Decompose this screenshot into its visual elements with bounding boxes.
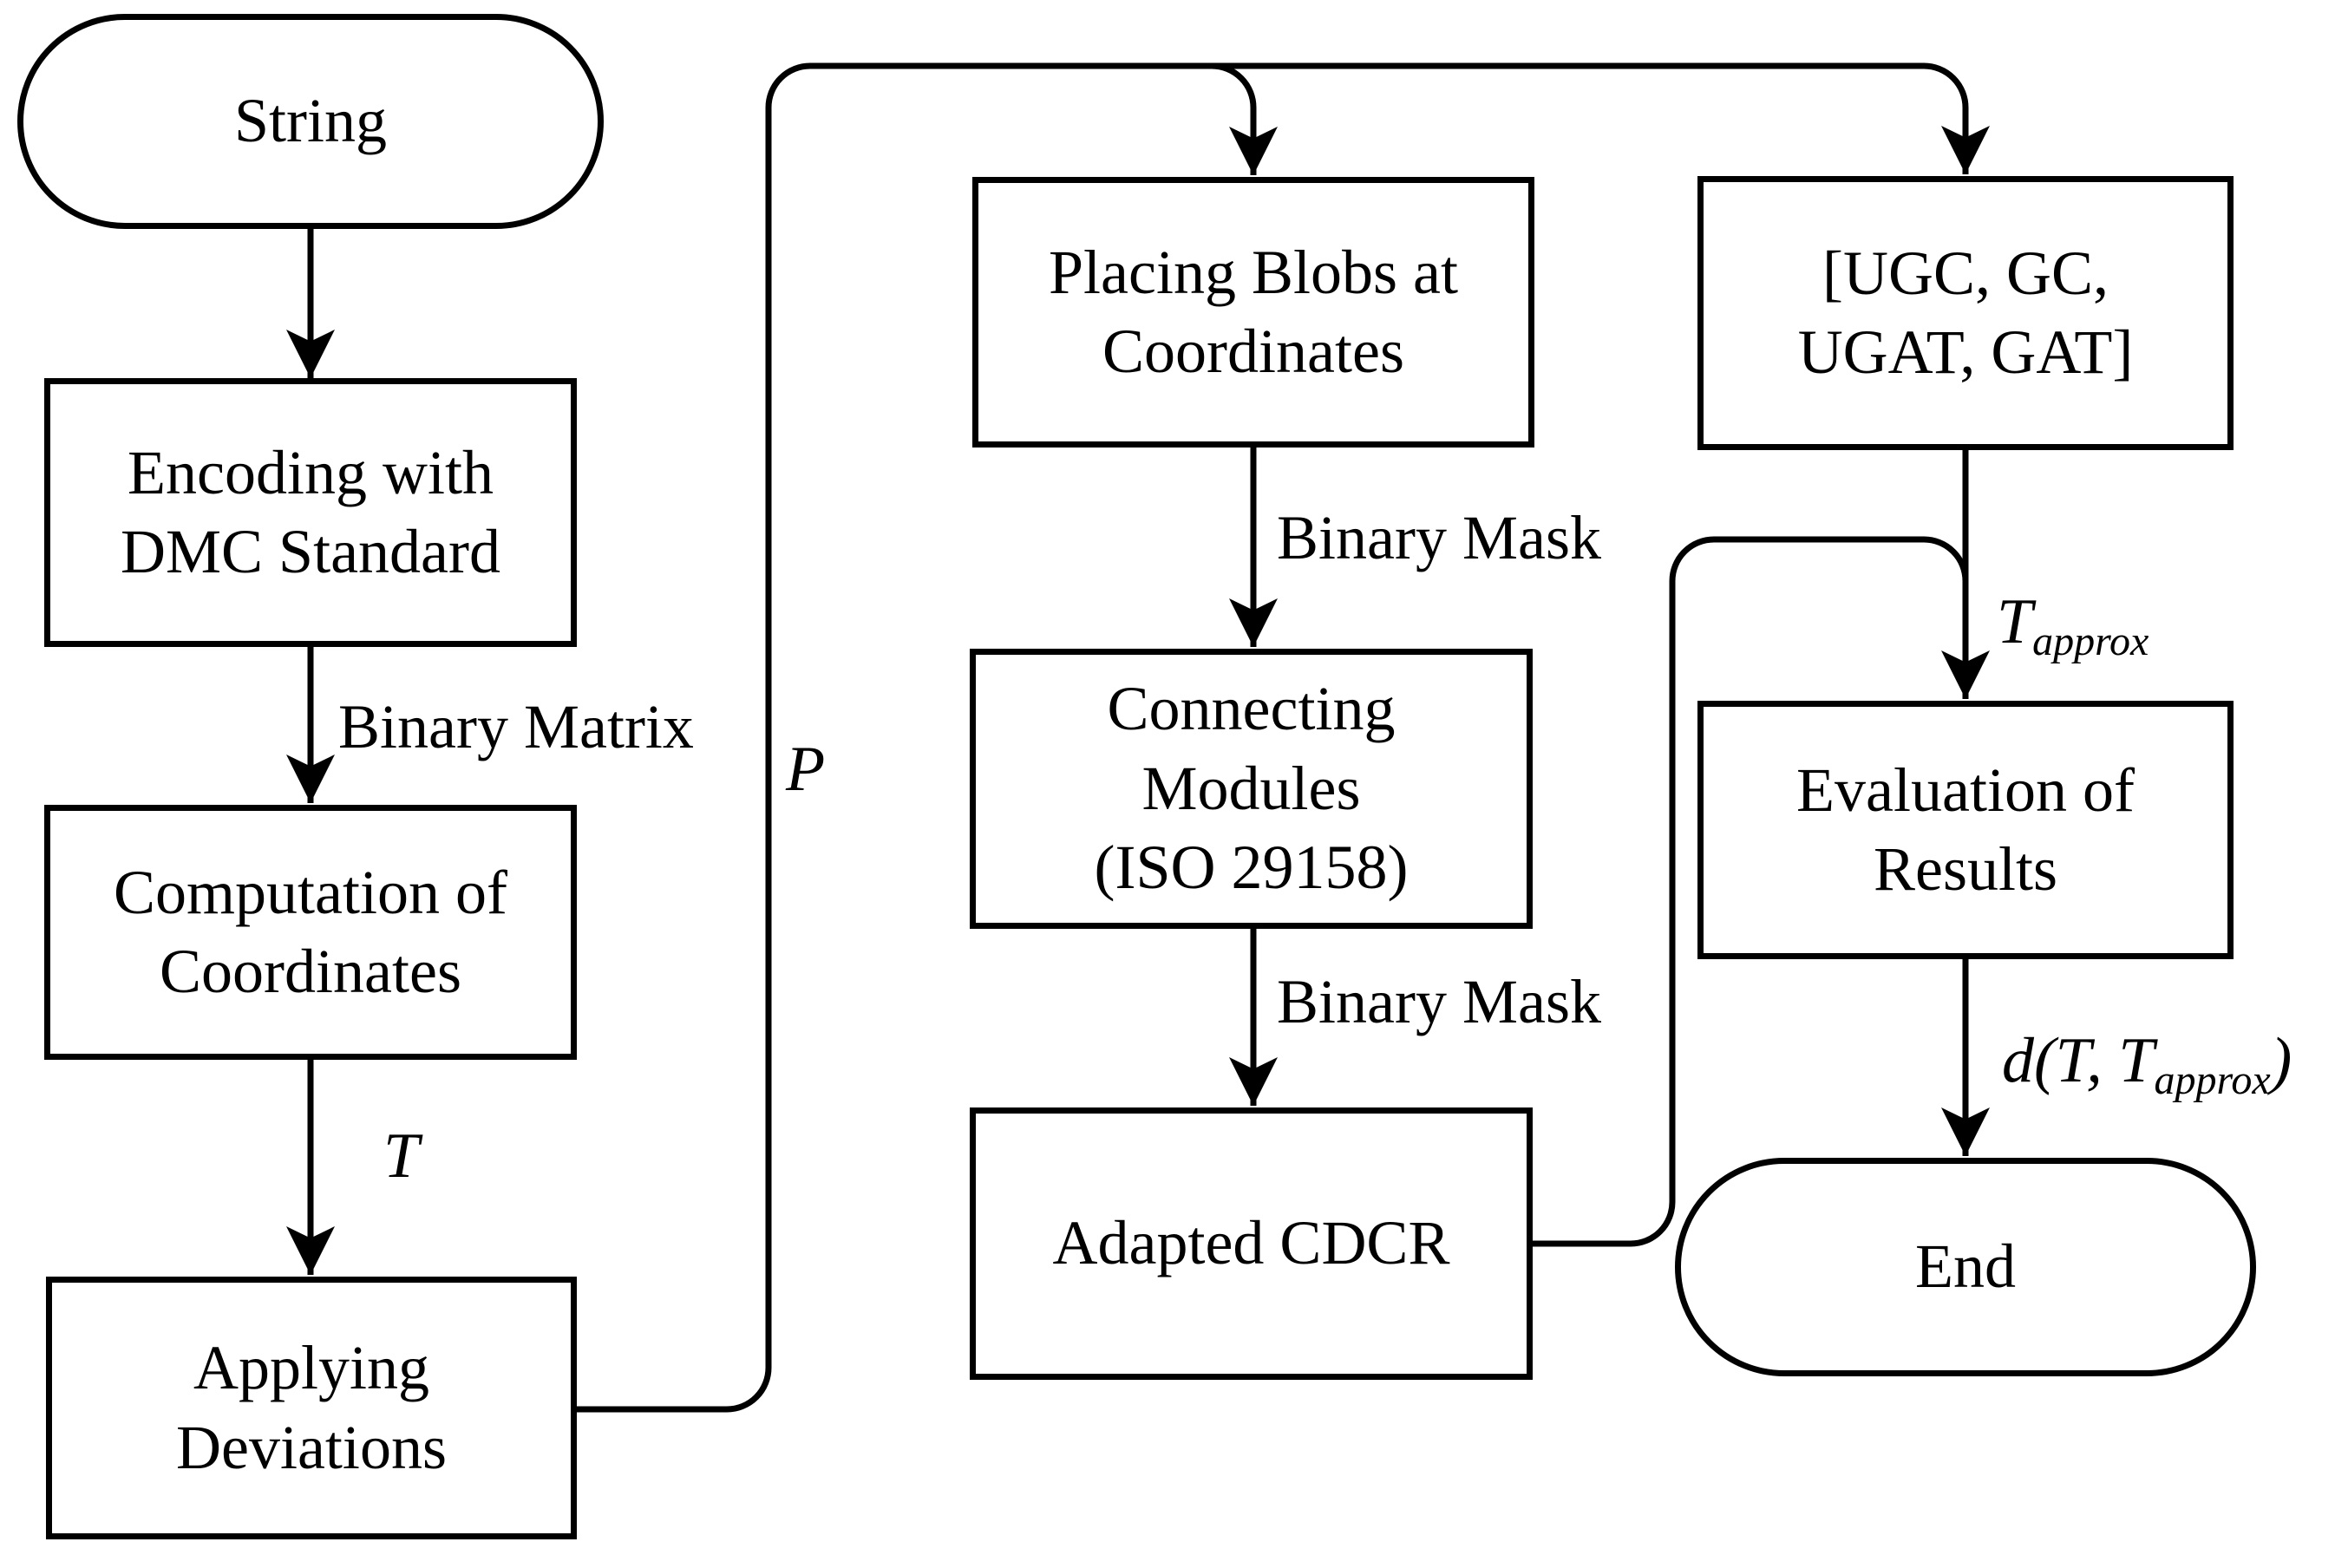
node-end: End <box>1675 1158 2256 1376</box>
node-string: String <box>17 14 604 229</box>
node-encoding-dmc-standard: Encoding with DMC Standard <box>44 378 577 647</box>
t-approx-main: T <box>1997 586 2033 657</box>
node-ugc-gc-ugat-gat-list: [UGC, GC, UGAT, GAT] <box>1697 176 2234 450</box>
edge-applying-to-ugc <box>577 62 1990 1413</box>
node-placing-blobs-at-coordinates: Placing Blobs at Coordinates <box>972 177 1534 448</box>
node-connecting-modules-iso-29158: Connecting Modules (ISO 29158) <box>970 649 1533 929</box>
node-applying-deviations: Applying Deviations <box>46 1277 577 1539</box>
edge-label-binary-matrix: Binary Matrix <box>338 692 694 761</box>
d-t-approx-pre: d(T, T <box>2002 1025 2155 1096</box>
node-computation-of-coordinates: Computation of Coordinates <box>44 805 577 1060</box>
d-t-approx-subscript: approx <box>2154 1057 2271 1103</box>
node-adapted-cdcr: Adapted CDCR <box>970 1107 1533 1380</box>
edge-cdcr-loop <box>1533 536 1969 1247</box>
edge-label-d-t-t-approx: d(T, Tapprox) <box>2002 1029 2292 1101</box>
edge-label-t: T <box>383 1120 420 1192</box>
edge-label-p: P <box>786 734 826 805</box>
edge-label-binary-mask-1: Binary Mask <box>1277 503 1601 572</box>
edge-label-binary-mask-2: Binary Mask <box>1277 967 1601 1036</box>
edge-branch-to-placing <box>1211 62 1278 175</box>
edge-label-t-approx: Tapprox <box>1997 590 2149 663</box>
t-approx-subscript: approx <box>2032 618 2149 664</box>
d-t-approx-post: ) <box>2270 1025 2292 1096</box>
node-evaluation-of-results: Evaluation of Results <box>1697 701 2234 959</box>
